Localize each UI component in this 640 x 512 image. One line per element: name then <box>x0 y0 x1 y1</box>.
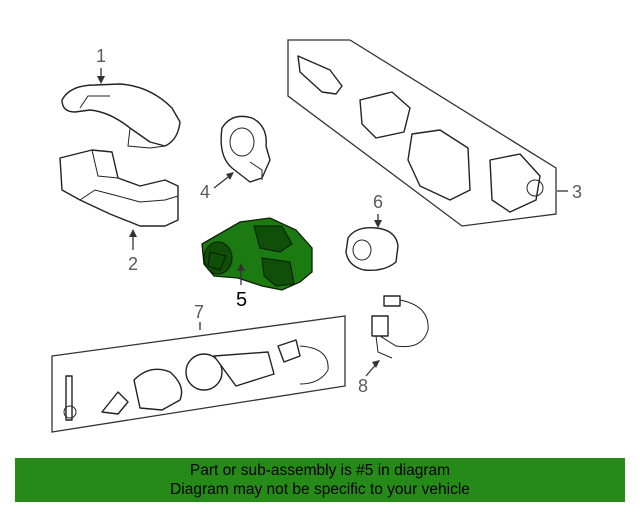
part-7-key-lock-set-panel[interactable] <box>51 315 346 433</box>
parts-diagram: 1 2 4 3 5 6 <box>51 39 582 433</box>
callout-7-label: 7 <box>194 302 204 322</box>
callout-4-label: 4 <box>200 182 210 202</box>
part-2-lower-cover[interactable] <box>59 149 179 227</box>
info-banner: Part or sub-assembly is #5 in diagram Di… <box>15 458 625 502</box>
part-3-combination-switch-panel[interactable] <box>287 39 557 227</box>
banner-line-part-number: Part or sub-assembly is #5 in diagram <box>189 462 451 479</box>
callout-5-label: 5 <box>236 289 247 311</box>
part-6-lock-cylinder[interactable] <box>345 227 399 272</box>
callout-6-label: 6 <box>373 192 383 212</box>
part-1-upper-cover[interactable] <box>61 83 181 149</box>
callout-3-label: 3 <box>572 182 582 202</box>
callout-1-label: 1 <box>96 46 106 66</box>
callout-2-label: 2 <box>128 254 138 274</box>
callout-8-label: 8 <box>358 376 368 396</box>
part-4-clock-spring[interactable] <box>220 115 271 183</box>
part-5-ignition-switch-highlighted[interactable] <box>201 217 313 291</box>
banner-line-disclaimer: Diagram may not be specific to your vehi… <box>170 481 470 498</box>
part-8-wiring-harness[interactable] <box>371 295 429 359</box>
